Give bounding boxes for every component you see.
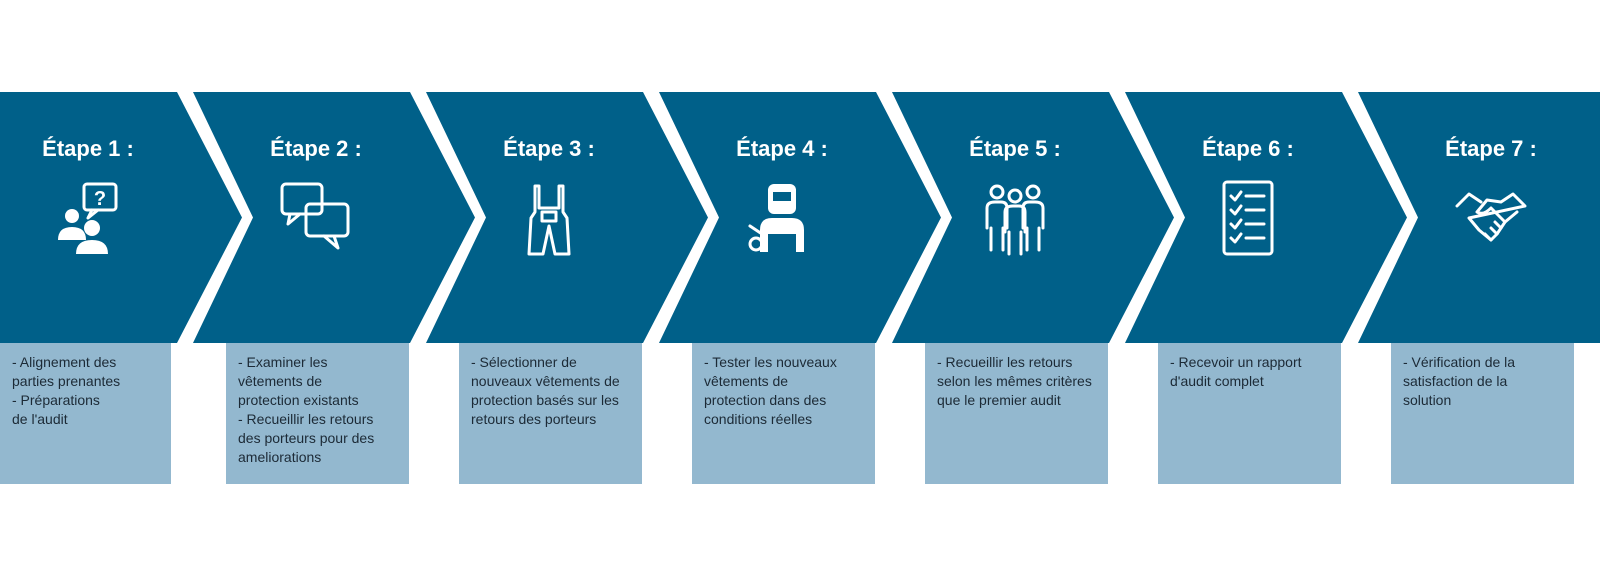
step-6-description: - Recevoir un rapport d'audit complet <box>1158 343 1341 484</box>
description-line: protection dans des <box>704 392 827 408</box>
step-4-description: - Tester les nouveaux vêtements de protect… <box>692 343 875 484</box>
description-line: protection basés sur les <box>471 392 619 408</box>
description-line: de l'audit <box>12 411 68 427</box>
step-5-title: Étape 5 : <box>969 136 1061 161</box>
step-7-title: Étape 7 : <box>1445 136 1537 161</box>
step-1-title: Étape 1 : <box>42 136 134 161</box>
description-line: solution <box>1403 392 1452 408</box>
group-people-icon <box>975 178 1055 258</box>
description-line: conditions réelles <box>704 411 813 427</box>
description-line: - Tester les nouveaux <box>704 354 837 370</box>
step-3-description: - Sélectionner de nouveaux vêtements de pr… <box>459 343 642 484</box>
step-6-title: Étape 6 : <box>1202 136 1294 161</box>
description-line: selon les mêmes critères <box>937 373 1092 389</box>
checklist-icon <box>1208 178 1288 258</box>
description-line: - Préparations <box>12 392 100 408</box>
step-5-description: - Recueillir les retours selon les mêmes … <box>925 343 1108 484</box>
description-line: d'audit complet <box>1170 373 1264 389</box>
description-line: parties prenantes <box>12 373 121 389</box>
overalls-icon <box>509 178 589 258</box>
description-line: vêtements de <box>704 373 789 389</box>
handshake-icon <box>1451 178 1531 258</box>
chevron-step-5 <box>892 92 1174 343</box>
chevron-step-7 <box>1358 92 1600 343</box>
chevron-step-4 <box>659 92 941 343</box>
step-2-description: - Examiner les vêtements de protection exi… <box>226 343 409 484</box>
svg-text:?: ? <box>94 188 106 210</box>
description-line: - Recueillir les retours <box>937 354 1073 370</box>
step-2-title: Étape 2 : <box>270 136 362 161</box>
description-line: - Sélectionner de <box>471 354 577 370</box>
speech-bubbles-icon <box>276 178 356 258</box>
description-line: - Examiner les <box>238 354 328 370</box>
description-line: vêtements de <box>238 373 323 389</box>
stakeholder-question-icon: ? <box>48 178 128 258</box>
chevron-step-1 <box>0 92 242 343</box>
description-line: retours des porteurs <box>471 411 597 427</box>
welder-icon <box>742 178 822 258</box>
step-1-description: - Alignement des parties prenantes - Prépa… <box>0 343 171 484</box>
description-line: ameliorations <box>238 449 322 465</box>
step-3-title: Étape 3 : <box>503 136 595 161</box>
description-line: nouveaux vêtements de <box>471 373 620 389</box>
description-line: des porteurs pour des <box>238 430 375 446</box>
step-4-title: Étape 4 : <box>736 136 828 161</box>
description-line: - Recueillir les retours <box>238 411 374 427</box>
description-line: - Alignement des <box>12 354 117 370</box>
description-line: satisfaction de la <box>1403 373 1508 389</box>
description-line: que le premier audit <box>937 392 1061 408</box>
description-line: protection existants <box>238 392 359 408</box>
chevron-step-6 <box>1125 92 1407 343</box>
description-line: - Vérification de la <box>1403 354 1516 370</box>
step-7-description: - Vérification de la satisfaction de la so… <box>1391 343 1574 484</box>
chevron-step-2 <box>193 92 475 343</box>
description-line: - Recevoir un rapport <box>1170 354 1302 370</box>
